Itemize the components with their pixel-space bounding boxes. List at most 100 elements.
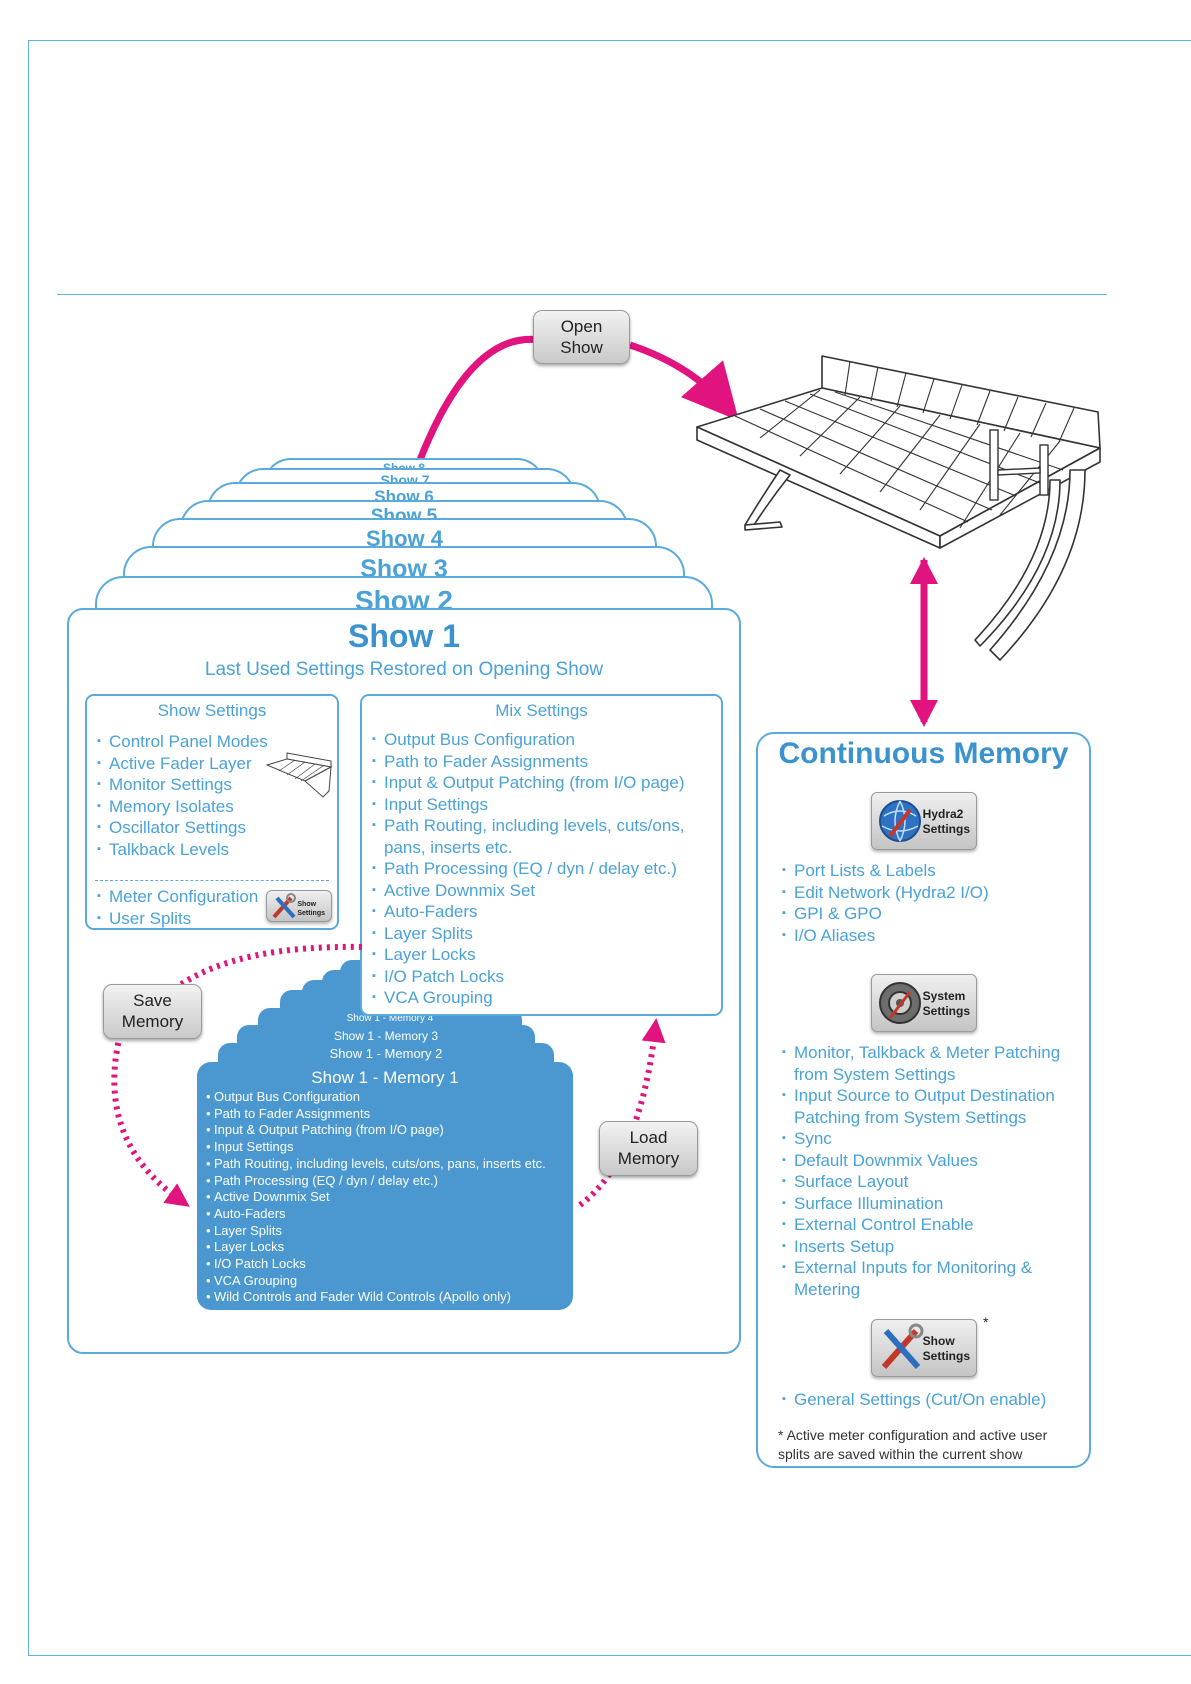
list-item: Path to Fader Assignments [372, 751, 712, 773]
hydra2-settings-button[interactable]: Hydra2 Settings [871, 792, 977, 850]
list-item: GPI & GPO [782, 903, 989, 925]
open-show-button[interactable]: Open Show [533, 310, 630, 364]
show-settings-button[interactable]: Show Settings [871, 1319, 977, 1377]
list-item: Wild Controls and Fader Wild Controls (A… [206, 1289, 546, 1306]
continuous-memory-panel: Continuous Memory Hydra2 Settings Port L… [756, 732, 1091, 1468]
list-item: Path Processing (EQ / dyn / delay etc.) [372, 858, 712, 880]
list-item: Active Downmix Set [372, 880, 712, 902]
list-item: External Inputs for Monitoring & Meterin… [782, 1257, 1082, 1300]
mix-settings-title: Mix Settings [495, 701, 588, 720]
memory-tab[interactable]: Show 1 - Memory 2 [218, 1043, 554, 1065]
system-settings-list: Monitor, Talkback & Meter Patching from … [782, 1042, 1082, 1300]
save-memory-arrow-lower [111, 1034, 190, 1207]
memory-tab-label: Show 1 - Memory 2 [329, 1046, 443, 1061]
button-label-line: Save [133, 991, 172, 1010]
show-settings-title: Show Settings [157, 701, 267, 720]
hydra2-settings-label: Hydra2 Settings [923, 807, 970, 837]
show-settings-list-2: Meter Configuration User Splits [97, 886, 258, 929]
show-settings-list: Control Panel Modes Active Fader Layer M… [97, 731, 268, 860]
list-item: Input Settings [372, 794, 712, 816]
show-1-title: Show 1 [347, 618, 460, 654]
memory-tab[interactable]: Show 1 - Memory 3 [237, 1025, 535, 1047]
show-settings-box: Show Settings Control Panel Modes Active… [85, 694, 339, 930]
load-memory-arrow [578, 1018, 666, 1208]
list-item: Control Panel Modes [97, 731, 268, 753]
memory-tab-label: Show 1 - Memory 3 [333, 1029, 439, 1043]
show-settings-cm-list: General Settings (Cut/On enable) [782, 1389, 1046, 1411]
list-item: Output Bus Configuration [206, 1089, 546, 1106]
asterisk-marker: * [983, 1314, 989, 1330]
button-label-line: Open [560, 317, 603, 336]
list-item: VCA Grouping [206, 1273, 546, 1290]
list-item: Surface Illumination [782, 1193, 1082, 1215]
footnote: * Active meter configuration and active … [778, 1427, 1048, 1462]
hydra2-settings-list: Port Lists & Labels Edit Network (Hydra2… [782, 860, 989, 946]
save-memory-button[interactable]: Save Memory [103, 984, 202, 1039]
icon-label-line: Hydra2 [922, 807, 964, 821]
list-item: Oscillator Settings [97, 817, 268, 839]
memory-1-title: Show 1 - Memory 1 [311, 1068, 459, 1087]
show-1-subtitle: Last Used Settings Restored on Opening S… [204, 659, 604, 680]
list-item: Layer Locks [206, 1239, 546, 1256]
page-frame-top [28, 40, 1191, 41]
icon-label-line: Settings [922, 822, 970, 836]
list-item: Port Lists & Labels [782, 860, 989, 882]
show-settings-small-button[interactable]: Show Settings [266, 890, 332, 922]
hydra2-globe-icon [879, 800, 921, 842]
list-item: Monitor, Talkback & Meter Patching from … [782, 1042, 1082, 1085]
header-divider [57, 294, 1107, 295]
open-show-arrow-head [628, 341, 739, 421]
save-memory-arrow [178, 943, 363, 988]
continuous-memory-title: Continuous Memory [778, 737, 1069, 770]
show-settings-divider [95, 880, 329, 881]
list-item: Input Source to Output Destination Patch… [782, 1085, 1082, 1128]
tools-icon [272, 893, 296, 919]
icon-label-line: Settings [922, 1349, 970, 1363]
list-item: Auto-Faders [372, 901, 712, 923]
list-item: Monitor Settings [97, 774, 268, 796]
list-item: Talkback Levels [97, 839, 268, 861]
page-frame-left [28, 40, 29, 1656]
list-item: I/O Patch Locks [372, 966, 712, 988]
list-item: Path Processing (EQ / dyn / delay etc.) [206, 1173, 546, 1190]
icon-label-line: Settings [297, 910, 325, 917]
list-item: Layer Splits [372, 923, 712, 945]
list-item: Edit Network (Hydra2 I/O) [782, 882, 989, 904]
memory-1-panel[interactable]: Show 1 - Memory 1 Output Bus Configurati… [197, 1062, 573, 1310]
system-settings-button[interactable]: System Settings [871, 974, 977, 1032]
list-item: Path Routing, including levels, cuts/ons… [206, 1156, 546, 1173]
list-item: Layer Locks [372, 944, 712, 966]
list-item: Path Routing, including levels, cuts/ons… [372, 815, 712, 858]
system-settings-label: System Settings [923, 989, 970, 1019]
surface-continuous-arrow-down [910, 700, 938, 727]
load-memory-button[interactable]: Load Memory [599, 1121, 698, 1176]
mix-settings-list: Output Bus Configuration Path to Fader A… [372, 729, 712, 1009]
list-item: Inserts Setup [782, 1236, 1082, 1258]
open-show-arrow [414, 335, 544, 469]
show-settings-small-label: Show Settings [297, 900, 325, 918]
list-item: Sync [782, 1128, 1082, 1150]
list-item: Auto-Faders [206, 1206, 546, 1223]
icon-label-line: Show [297, 901, 317, 908]
list-item: Input Settings [206, 1139, 546, 1156]
list-item: Active Downmix Set [206, 1189, 546, 1206]
icon-label-line: Show [922, 1334, 955, 1348]
list-item: Memory Isolates [97, 796, 268, 818]
list-item: Path to Fader Assignments [206, 1106, 546, 1123]
list-item: Input & Output Patching (from I/O page) [372, 772, 712, 794]
list-item: Default Downmix Values [782, 1150, 1082, 1172]
button-label-line: Load [629, 1128, 668, 1147]
show-settings-label: Show Settings [923, 1334, 970, 1364]
icon-label-line: Settings [922, 1004, 970, 1018]
button-label-line: Show [560, 338, 603, 357]
memory-tab-label: Show 1 - Memory 4 [346, 1013, 434, 1024]
list-item: Output Bus Configuration [372, 729, 712, 751]
list-item: I/O Aliases [782, 925, 989, 947]
surface-continuous-arrow-up [910, 557, 938, 584]
list-item: Meter Configuration [97, 886, 258, 908]
mix-settings-box: Mix Settings Output Bus Configuration Pa… [360, 694, 723, 1016]
list-item: Layer Splits [206, 1223, 546, 1240]
system-gear-icon [879, 982, 921, 1024]
